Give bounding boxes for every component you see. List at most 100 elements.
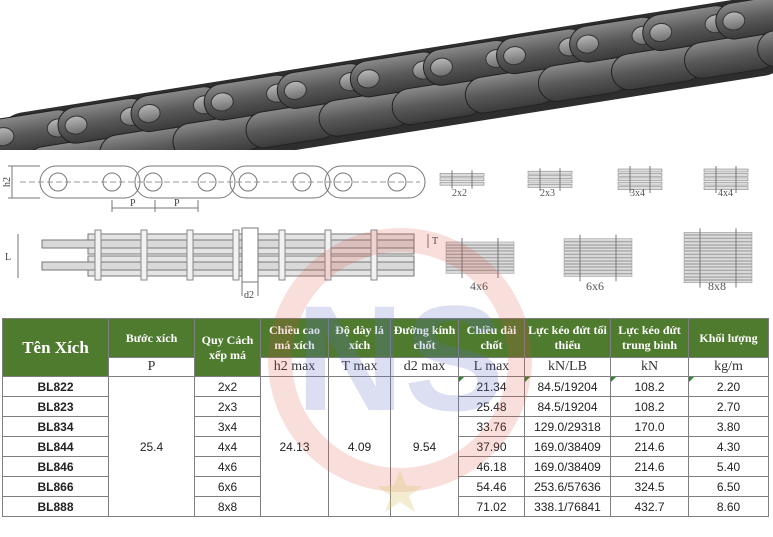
unit-pin-diameter: d2 max [390,357,459,377]
unit-weight: kg/m [688,357,769,377]
avg-breaking-load-value: 108.2 [610,376,689,397]
lacing-plate [563,254,633,258]
chain-pin [137,103,161,124]
lacing-plate [683,241,753,245]
lacing-plate [445,267,515,271]
chain-name: BL834 [2,416,109,437]
lacing-plate [703,181,749,186]
pin-length-value: 33.76 [458,416,525,437]
lacing-plate [563,248,633,252]
lacing-label-6x6: 6x6 [586,279,604,293]
table-row: BL846 4x6 46.18 169.0/38409 214.6 5.40 [2,456,769,477]
chain-pin [503,46,527,66]
side-link-outline [134,165,236,199]
lacing-plate [563,238,633,242]
lacing-plate [563,273,633,277]
lacing-plate [445,251,515,255]
lacing-plate [563,251,633,255]
lacing-plate [439,173,485,177]
lacing-plate [703,173,749,177]
chain-name: BL846 [2,456,109,477]
lacing-plate [439,181,485,186]
weight-value: 2.70 [688,396,769,417]
lacing-plate [445,264,515,268]
chain-pin [64,115,88,135]
top-view-pin [94,229,102,281]
chain-technical-drawings: h2 P P L T d2 2x2 2x3 3x4 4x4 4x6 6x6 8x… [2,165,753,301]
pin-length-value: 25.48 [458,396,525,417]
lacing-plate [563,244,633,248]
table-row: BL823 2x3 25.48 84.5/19204 108.2 2.70 [2,396,769,417]
lacing-plate [683,276,753,280]
lacing-plate [563,260,633,264]
side-pin-hole [292,172,312,192]
lacing-plate [683,235,753,239]
chain-pin [210,92,234,112]
min-breaking-load-value: 129.0/29318 [524,416,611,437]
unit-avg-breaking-load: kN [610,357,689,377]
col-header-min-breaking-load: Lực kéo đứt tối thiểu [524,318,611,358]
col-header-plate-thickness: Độ dày lá xích [328,318,391,358]
weight-value: 4.30 [688,436,769,457]
lacing-label-3x4: 3x4 [630,188,645,199]
side-pin-hole [102,172,122,192]
chain-pin [0,127,15,147]
lacing-label-2x2: 2x2 [452,188,467,199]
lacing-plate [683,273,753,277]
top-view-pin [324,229,332,281]
lacing-plate [563,257,633,261]
lacing-plate [527,184,573,188]
lacing-plate [683,254,753,258]
lacing-plate [703,168,749,173]
avg-breaking-load-value: 214.6 [610,436,689,457]
lacing-label-8x8: 8x8 [708,279,726,293]
lacing-plate [683,270,753,274]
pin-diameter-value: 9.54 [390,376,459,517]
lacing-value: 8x8 [194,496,261,517]
lacing-plate [445,241,515,245]
lacing-plate [683,267,753,271]
side-pin-hole [387,172,407,192]
lacing-plate [683,251,753,255]
weight-value: 6.50 [688,476,769,497]
weight-value: 8.60 [688,496,769,517]
chain-pin [722,11,746,31]
side-pin-hole [238,172,258,192]
unit-pin-length: L max [458,357,525,377]
chain-pin [649,22,673,43]
lacing-plate [563,270,633,274]
lacing-plate [617,173,663,177]
lacing-plate [703,186,749,190]
unit-pitch: P [108,357,195,377]
table-row: BL888 8x8 71.02 338.1/76841 432.7 8.60 [2,496,769,517]
lacing-plate [445,248,515,252]
table-row: BL834 3x4 33.76 129.0/29318 170.0 3.80 [2,416,769,437]
lacing-plate [445,270,515,274]
side-link-outline [229,165,331,199]
lacing-plate [527,175,573,179]
lacing-value: 4x6 [194,456,261,477]
side-link-outline [39,165,141,199]
top-view-pin [186,229,194,281]
min-breaking-load-value: 84.5/19204 [524,376,611,397]
chain-name: BL822 [2,376,109,397]
chain-pin [283,80,307,100]
lacing-value: 2x2 [194,376,261,397]
side-pin-hole [48,172,68,192]
side-pin-hole [143,172,163,192]
side-pin-hole [333,172,353,192]
col-header-plate-height: Chiều cao má xích [260,318,329,358]
col-header-avg-breaking-load: Lực kéo đứt trung bình [610,318,689,358]
pin-diameter-label: d2 [244,290,254,301]
lacing-plate [527,170,573,175]
unit-plate-thickness: T max [328,357,391,377]
weight-value: 5.40 [688,456,769,477]
chain-name: BL888 [2,496,109,517]
lacing-plate [617,186,663,190]
min-breaking-load-value: 338.1/76841 [524,496,611,517]
chain-pin [430,57,453,77]
min-breaking-load-value: 169.0/38409 [524,456,611,477]
avg-breaking-load-value: 108.2 [610,396,689,417]
top-view-pin [278,229,286,281]
chain-spec-table: Tên Xích Bước xích Quy Cách xếp má Chiều… [2,318,769,517]
